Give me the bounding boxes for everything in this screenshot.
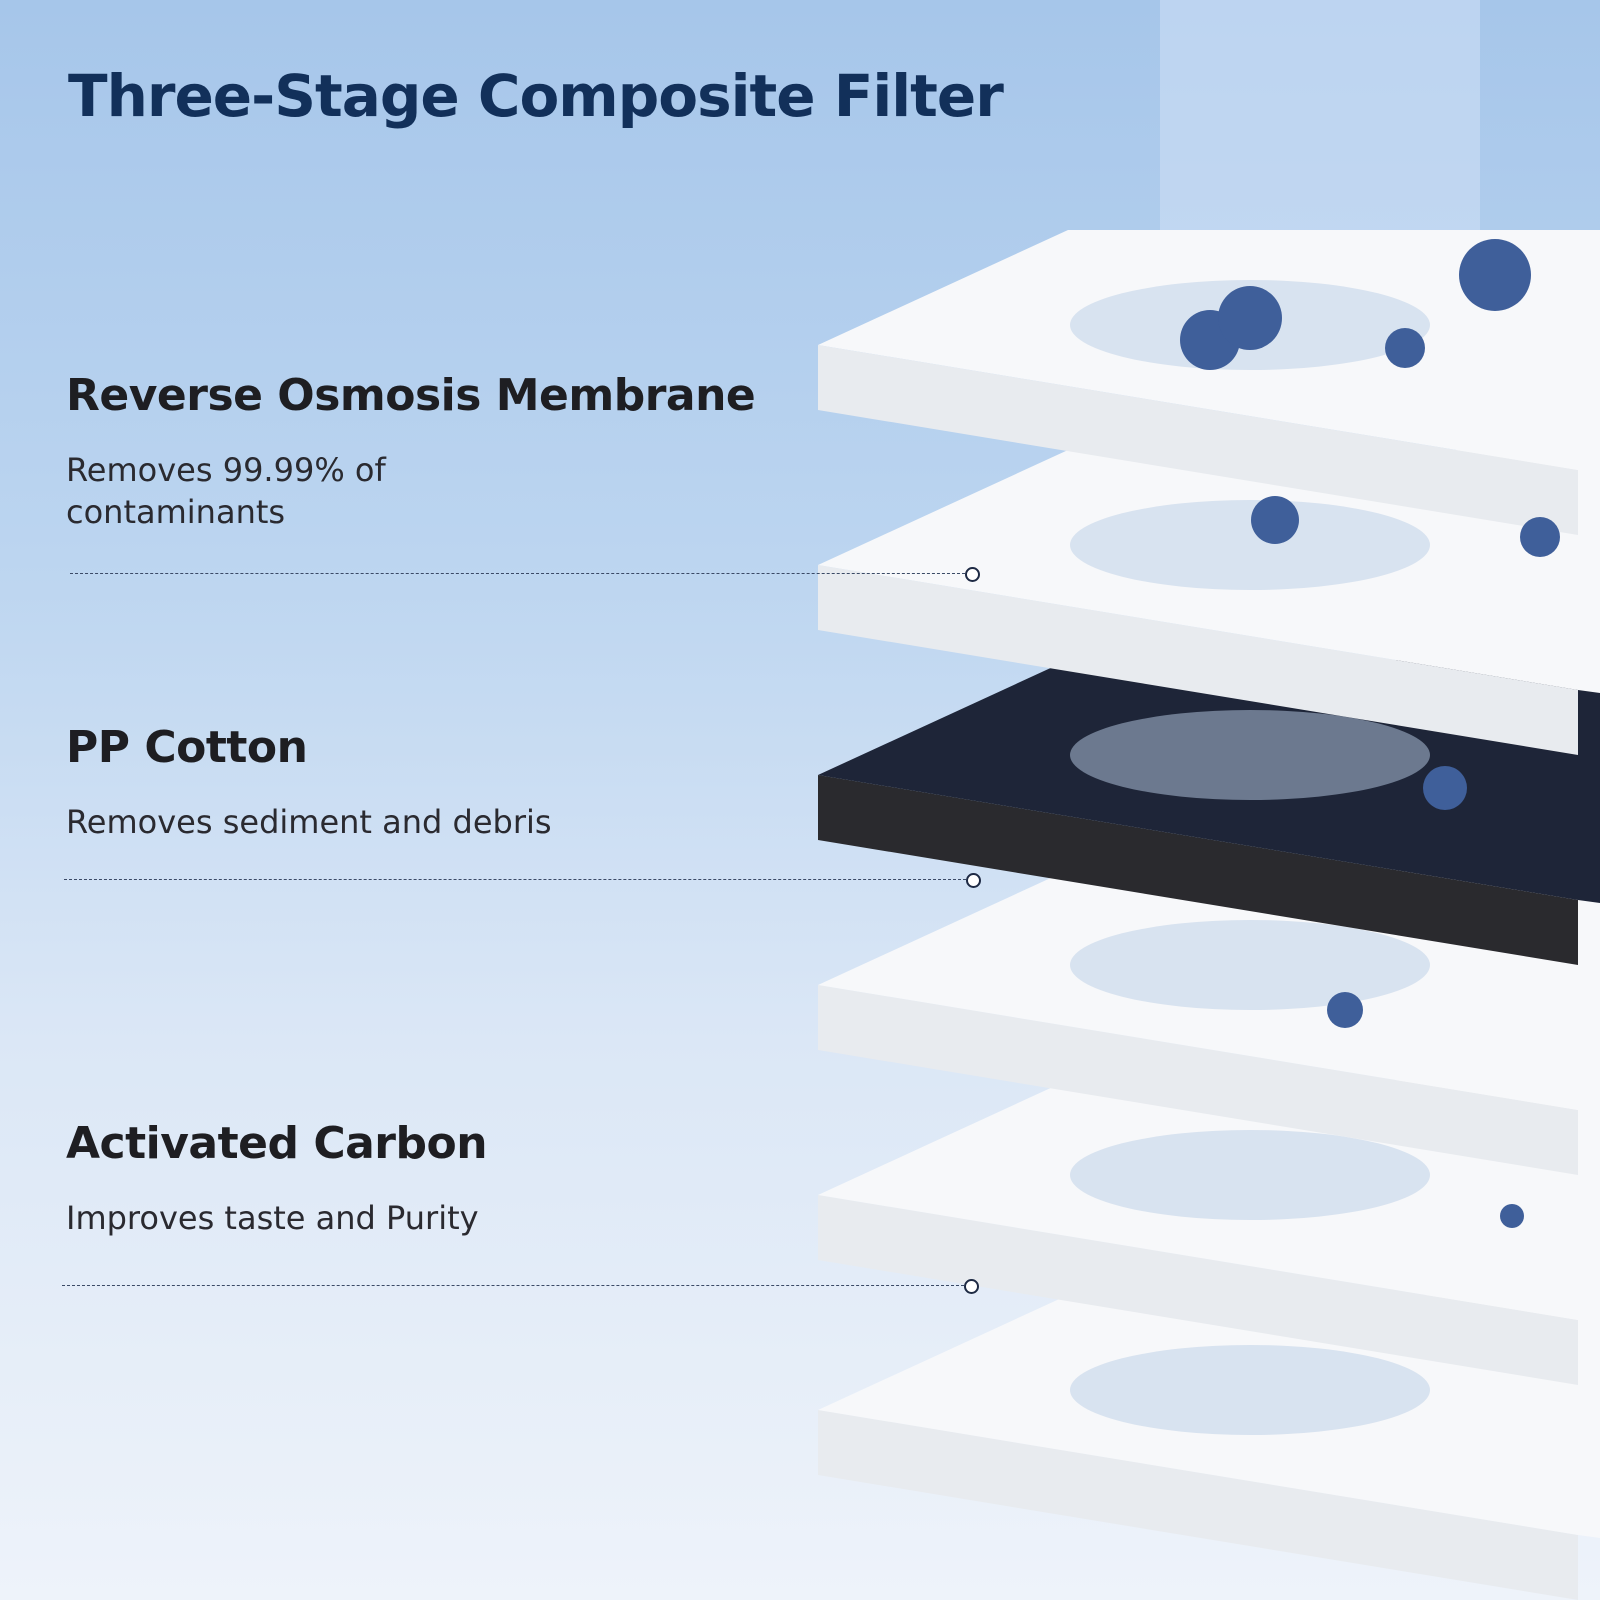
filter-layer-edge [818, 775, 1578, 965]
callout-dot [964, 1279, 979, 1294]
leader-line [62, 1285, 964, 1286]
filter-layer-edge [818, 985, 1578, 1175]
stage-reverse-osmosis: Reverse Osmosis Membrane Removes 99.99% … [66, 370, 756, 533]
filter-layer-edge [818, 565, 1578, 755]
water-splash [1070, 920, 1430, 1010]
leader-line [70, 573, 965, 574]
stage-pp-cotton: PP Cotton Removes sediment and debris [66, 722, 666, 843]
callout-dot [966, 873, 981, 888]
filter-layer-edge [818, 1195, 1578, 1385]
filter-layer-edge [818, 345, 1578, 535]
stage-title: PP Cotton [66, 722, 308, 773]
water-splash [1070, 500, 1430, 590]
contaminant-particle [1327, 992, 1363, 1028]
callout-dot [965, 567, 980, 582]
stage-description: Removes 99.99% of contaminants [66, 451, 386, 531]
filter-layer-edge [818, 1410, 1578, 1600]
contaminant-particle [1500, 1204, 1524, 1228]
contaminant-particle [1251, 496, 1299, 544]
stage-title: Reverse Osmosis Membrane [66, 370, 756, 421]
leader-line [64, 879, 966, 880]
page-title: Three-Stage Composite Filter [68, 62, 1004, 130]
stage-title: Activated Carbon [66, 1118, 488, 1169]
stage-activated-carbon: Activated Carbon Improves taste and Puri… [66, 1118, 666, 1239]
water-splash [1070, 1130, 1430, 1220]
contaminant-particle [1218, 286, 1282, 350]
contaminant-particle [1459, 239, 1531, 311]
water-splash [1070, 1345, 1430, 1435]
contaminant-particle [1520, 517, 1560, 557]
water-splash [1070, 710, 1430, 800]
stage-description: Improves taste and Purity [66, 1199, 479, 1237]
contaminant-particle [1385, 328, 1425, 368]
contaminant-particle [1423, 766, 1467, 810]
stage-description: Removes sediment and debris [66, 803, 552, 841]
